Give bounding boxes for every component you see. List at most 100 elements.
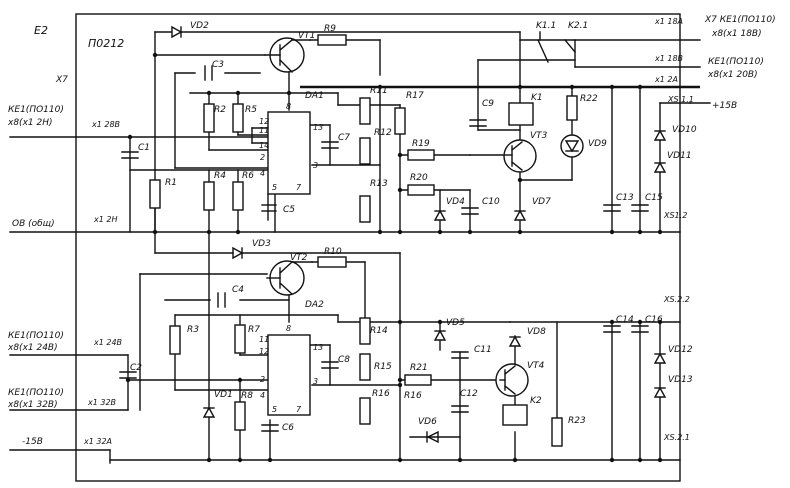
c6-capacitor [261, 424, 279, 432]
junction-dots [125, 52, 663, 463]
r15-resistor [359, 353, 371, 381]
da1-pin-5: 5 [272, 183, 277, 192]
da2-label: DA2 [305, 300, 324, 310]
c8-label: C8 [338, 355, 350, 365]
vd6-label: VD6 [418, 417, 437, 427]
k2-label: K2 [530, 396, 542, 406]
da1-pin-14: 14 [259, 141, 269, 150]
r2-resistor [203, 103, 215, 133]
r12-label: R12 [374, 128, 392, 138]
r11-label: R11 [370, 86, 388, 96]
vd7-diode [514, 210, 526, 221]
c10-label: C10 [482, 197, 500, 207]
r21-resistor [404, 374, 432, 386]
vt1-label: VT1 [298, 31, 315, 41]
r13-label: R13 [370, 179, 388, 189]
vd9-led [560, 134, 584, 158]
c9-label: C9 [482, 99, 494, 109]
vd8-diode [509, 336, 521, 347]
vt1-transistor [264, 37, 311, 73]
c2-label: C2 [130, 363, 142, 373]
r7-resistor [234, 324, 246, 354]
vd12-label: VD12 [668, 345, 693, 355]
c14-label: C14 [616, 315, 634, 325]
k1-1-contact [537, 31, 549, 63]
da1-pin-12: 12 [259, 117, 269, 126]
vd4-label: VD4 [446, 197, 465, 207]
da2-pin-12: 12 [259, 347, 269, 356]
r3-label: R3 [187, 325, 199, 335]
vd5-diode [434, 330, 446, 341]
r9-resistor [317, 34, 347, 46]
vd10-diode [654, 130, 666, 141]
k11-label: K1.1 [536, 21, 556, 31]
r5-resistor [232, 103, 244, 133]
conn-x1-32v: x1 32В [87, 398, 116, 407]
external-wires-left [9, 136, 681, 464]
r4-label: R4 [214, 171, 226, 181]
conn-x1-24v: x1 24В [93, 338, 122, 347]
da1-chip [267, 111, 311, 195]
r13-resistor [359, 195, 371, 223]
da1-pin-3: 3 [313, 161, 318, 170]
c1-label: C1 [138, 143, 150, 153]
c13-label: C13 [616, 193, 634, 203]
da2-pin-13: 13 [313, 343, 323, 352]
vd2-label: VD2 [190, 21, 209, 31]
r15-label: R15 [374, 362, 392, 372]
da2-pin-7: 7 [296, 405, 302, 414]
board-id: E2 [34, 24, 48, 37]
conn-x1-32a: x1 32А [83, 437, 112, 446]
board-frame [75, 13, 681, 482]
k2-relay-coil [502, 404, 528, 426]
r4-resistor [203, 181, 215, 211]
r14-resistor [359, 317, 371, 345]
c15-label: C15 [645, 193, 663, 203]
c3-capacitor [204, 65, 213, 81]
vd11-diode [654, 162, 666, 173]
c12-capacitor [451, 405, 469, 413]
conn-xs-2-2: XS.2.2 [663, 295, 690, 304]
da2-pin-2: 2 [260, 375, 265, 384]
vd2-diode [171, 26, 182, 38]
c6-label: C6 [282, 423, 294, 433]
r21-label: R21 [410, 363, 428, 373]
vd10-label: VD10 [672, 125, 697, 135]
k2-1-contact [564, 39, 576, 68]
conn-xs-2-1: XS.2.1 [663, 433, 690, 442]
vd11-label: VD11 [667, 151, 692, 161]
da1-pin-7: 7 [296, 183, 302, 192]
r6-resistor [232, 181, 244, 211]
external-wires-right [300, 39, 711, 104]
r22-label: R22 [580, 94, 598, 104]
k1-relay-coil [508, 102, 534, 126]
conn-x1-2n: x1 2Н [93, 215, 117, 224]
vd4-diode [434, 210, 446, 221]
board-type: П0212 [88, 37, 124, 50]
vd8-label: VD8 [527, 327, 546, 337]
conn-x1-18a: x1 18А [654, 17, 683, 26]
r9-label: R9 [324, 24, 336, 34]
r1-resistor [149, 179, 161, 209]
r12-resistor [359, 137, 371, 165]
c13-capacitor [603, 204, 621, 212]
c4-label: C4 [232, 285, 244, 295]
r17-label: R17 [406, 91, 424, 101]
conn-xs-1-1: XS 1.1 [667, 95, 694, 104]
vt3-label: VT3 [530, 131, 548, 141]
da2-chip [267, 334, 311, 416]
vd12-diode [654, 353, 666, 364]
ke1-24v-pin: х8(х1 24В) [7, 343, 58, 353]
minus-15v-label: -15В [22, 437, 43, 447]
c7-label: C7 [338, 133, 350, 143]
vd3-label: VD3 [252, 239, 271, 249]
r3-resistor [169, 325, 181, 355]
ke1-18v-pin: х8(х1 20В) [707, 70, 758, 80]
da2-pin-4: 4 [260, 391, 265, 400]
da1-pin-4: 4 [260, 169, 265, 178]
c11-capacitor [451, 351, 469, 359]
vd13-label: VD13 [668, 375, 693, 385]
vd3-diode [232, 247, 243, 259]
vd5-label: VD5 [446, 318, 465, 328]
